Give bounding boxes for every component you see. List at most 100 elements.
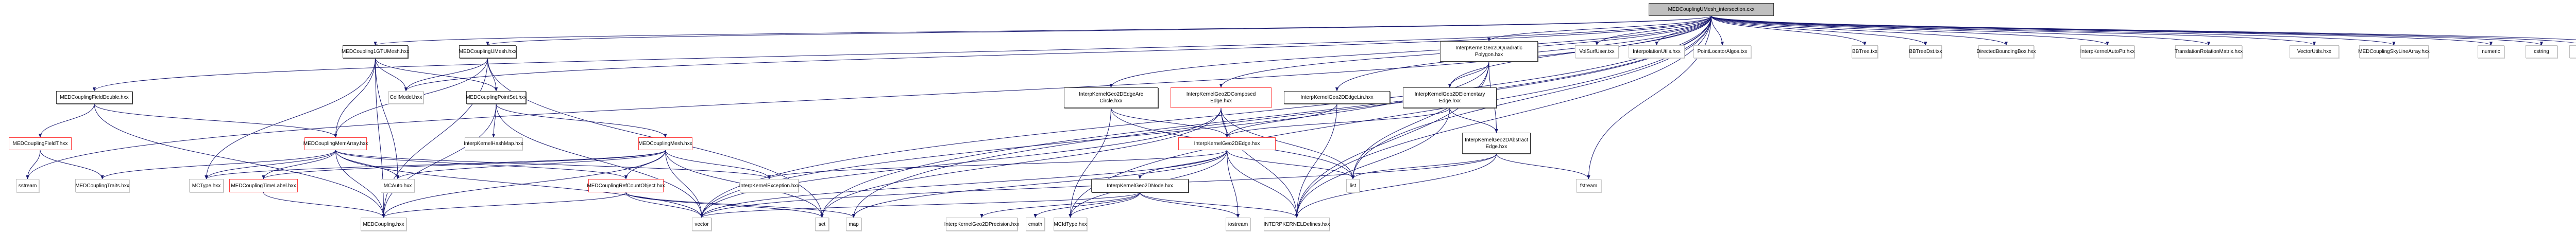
edge-quadpoly-to-elementary <box>1448 61 1489 88</box>
edge-refcount-to-vector <box>625 192 704 218</box>
node-abstract[interactable]: InterpKernelGeo2DAbstract Edge.hxx <box>1462 133 1531 154</box>
edge-node2d-to-cmath <box>1033 192 1140 218</box>
node-fstream: fstream <box>1576 179 1601 192</box>
node-composed[interactable]: InterpKernelGeo2DComposed Edge.hxx <box>1171 87 1272 108</box>
edge-edgelin-to-edge <box>1225 103 1337 138</box>
node-mesh[interactable]: MEDCouplingMesh.hxx <box>638 137 692 150</box>
edge-mesh-to-mcauto <box>396 150 666 179</box>
edge-gtumesh-to-memarray <box>334 58 376 138</box>
edge-node2d-to-mcidtype <box>1069 192 1140 218</box>
edge-root-to-dirbbox <box>1711 15 2008 46</box>
edge-node2d-to-precision <box>980 192 1140 218</box>
edge-root-to-transrot <box>1711 15 2210 46</box>
node-node2d[interactable]: InterpKernelGeo2DNode.hxx <box>1091 179 1189 192</box>
node-medcoupling: MEDCoupling.hxx <box>361 218 406 231</box>
node-mcidtype: MCIdType.hxx <box>1054 218 1087 231</box>
node-bbtreedst: BBTreeDst.txx <box>1909 45 1942 58</box>
edge-memarray-to-timelabel <box>262 150 336 179</box>
node-list: list <box>1346 179 1360 192</box>
edge-root-to-interputils <box>1655 15 1711 46</box>
edge-root-to-cstring <box>1711 15 2543 46</box>
node-iostream: iostream <box>1226 218 1250 231</box>
node-fieldt[interactable]: MEDCouplingFieldT.hxx <box>9 137 72 150</box>
node-traits: MEDCouplingTraits.hxx <box>75 179 129 192</box>
node-cmath: cmath <box>1026 218 1045 231</box>
node-timelabel[interactable]: MEDCouplingTimeLabel.hxx <box>229 179 298 192</box>
edge-mesh-to-vector <box>665 150 704 218</box>
edge-root-to-numeric <box>1711 15 2493 46</box>
edge-edge-to-exception <box>768 150 1227 179</box>
node-sstream: sstream <box>16 179 39 192</box>
edge-fielddouble-to-fieldt <box>38 103 95 138</box>
node-transrot: TranslationRotationMatrix.hxx <box>2175 45 2243 58</box>
edge-quadpoly-to-defines <box>1295 61 1489 218</box>
node-fielddouble[interactable]: MEDCouplingFieldDouble.hxx <box>56 91 132 104</box>
edge-root-to-skyline <box>1711 15 2396 46</box>
edge-root-to-quadpoly <box>1487 15 1711 42</box>
node-map: map <box>846 218 861 231</box>
node-numeric: numeric <box>2478 45 2504 58</box>
edge-mesh-to-timelabel <box>262 150 666 179</box>
node-refcount[interactable]: MEDCouplingRefCountObject.hxx <box>587 179 665 192</box>
edge-root-to-autoptr <box>1711 15 2109 46</box>
node-arccircle[interactable]: InterpKernelGeo2DEdgeArc Circle.hxx <box>1064 87 1158 108</box>
edge-memarray-to-traits <box>100 150 336 179</box>
node-pointlocator: PointLocatorAlgos.txx <box>1693 45 1751 58</box>
edge-pointset-to-mesh <box>496 103 667 138</box>
node-exception: InterpKernelException.hxx <box>739 179 799 192</box>
node-pointset[interactable]: MEDCouplingPointSet.hxx <box>466 91 527 104</box>
edge-refcount-to-map <box>625 192 856 218</box>
edge-fieldt-to-sstream <box>26 150 41 179</box>
node-edgelin[interactable]: InterpKernelGeo2DEdgeLin.hxx <box>1284 91 1390 104</box>
edge-root-to-cellmodel <box>404 15 1711 92</box>
edge-abstract-to-list <box>1351 153 1497 179</box>
node-vector: vector <box>692 218 711 231</box>
edge-memarray-to-exception <box>335 150 771 179</box>
edge-root-to-arccircle <box>1109 15 1711 88</box>
node-memarray[interactable]: MEDCouplingMemArray.hxx <box>303 137 368 150</box>
edge-fielddouble-to-medcoupling <box>94 103 385 218</box>
edge-root-to-list <box>1351 15 1711 179</box>
node-set: set <box>815 218 829 231</box>
edge-root-to-asserth <box>1711 15 2576 40</box>
node-gtumesh[interactable]: MEDCoupling1GTUMesh.hxx <box>342 45 409 58</box>
edge-root-to-fielddouble <box>93 15 1711 92</box>
edge-mesh-to-mctype <box>205 150 666 179</box>
edge-abstract-to-defines <box>1295 153 1497 218</box>
edge-node2d-to-iostream <box>1140 192 1240 218</box>
edge-elementary-to-edge <box>1225 107 1450 138</box>
edge-memarray-to-refcount <box>335 150 628 179</box>
node-skyline: MEDCouplingSkyLineArray.hxx <box>2358 45 2430 58</box>
edge-elementary-to-defines <box>1295 107 1450 218</box>
node-bbtree: BBTree.txx <box>1852 45 1878 58</box>
edge-quadpoly-to-list <box>1351 61 1489 179</box>
node-autoptr: InterpKernelAutoPtr.hxx <box>2080 45 2134 58</box>
edge-edge-to-iostream <box>1227 150 1240 218</box>
edge-fieldt-to-traits <box>40 150 104 179</box>
node-vectorutils: VectorUtils.hxx <box>2290 45 2339 58</box>
edge-refcount-to-set <box>625 192 824 218</box>
edge-root-to-defines <box>1295 15 1711 218</box>
edge-mesh-to-exception <box>665 150 771 179</box>
edge-arccircle-to-edge <box>1111 107 1229 138</box>
node-elementary[interactable]: InterpKernelGeo2DElementary Edge.hxx <box>1403 87 1497 108</box>
node-root[interactable]: MEDCouplingUMesh_intersection.cxx <box>1649 3 1774 16</box>
edge-umesh-to-cellmodel <box>404 58 488 92</box>
node-dirbbox: DirectedBoundingBox.hxx <box>1976 45 2036 58</box>
node-edge[interactable]: InterpKernelGeo2DEdge.hxx <box>1178 137 1276 150</box>
edge-root-to-limits <box>1711 15 2576 44</box>
node-precision: InterpKernelGeo2DPrecision.hxx <box>944 218 1019 231</box>
node-quadpoly[interactable]: InterpKernelGeo2DQuadratic Polygon.hxx <box>1440 41 1538 62</box>
edge-edge-to-vector <box>700 150 1227 218</box>
node-umesh[interactable]: MEDCouplingUMesh.hxx <box>459 45 516 58</box>
node-interputils: InterpolationUtils.hxx <box>1629 45 1685 58</box>
edge-composed-to-set <box>820 107 1222 218</box>
edge-fielddouble-to-memarray <box>94 103 337 138</box>
edge-node2d-to-defines <box>1140 192 1299 218</box>
edge-root-to-pointlocator <box>1711 15 1724 46</box>
edge-root-to-bbtree <box>1711 15 1867 46</box>
edge-mesh-to-medcoupling <box>382 150 666 218</box>
edge-elementary-to-abstract <box>1449 107 1498 133</box>
